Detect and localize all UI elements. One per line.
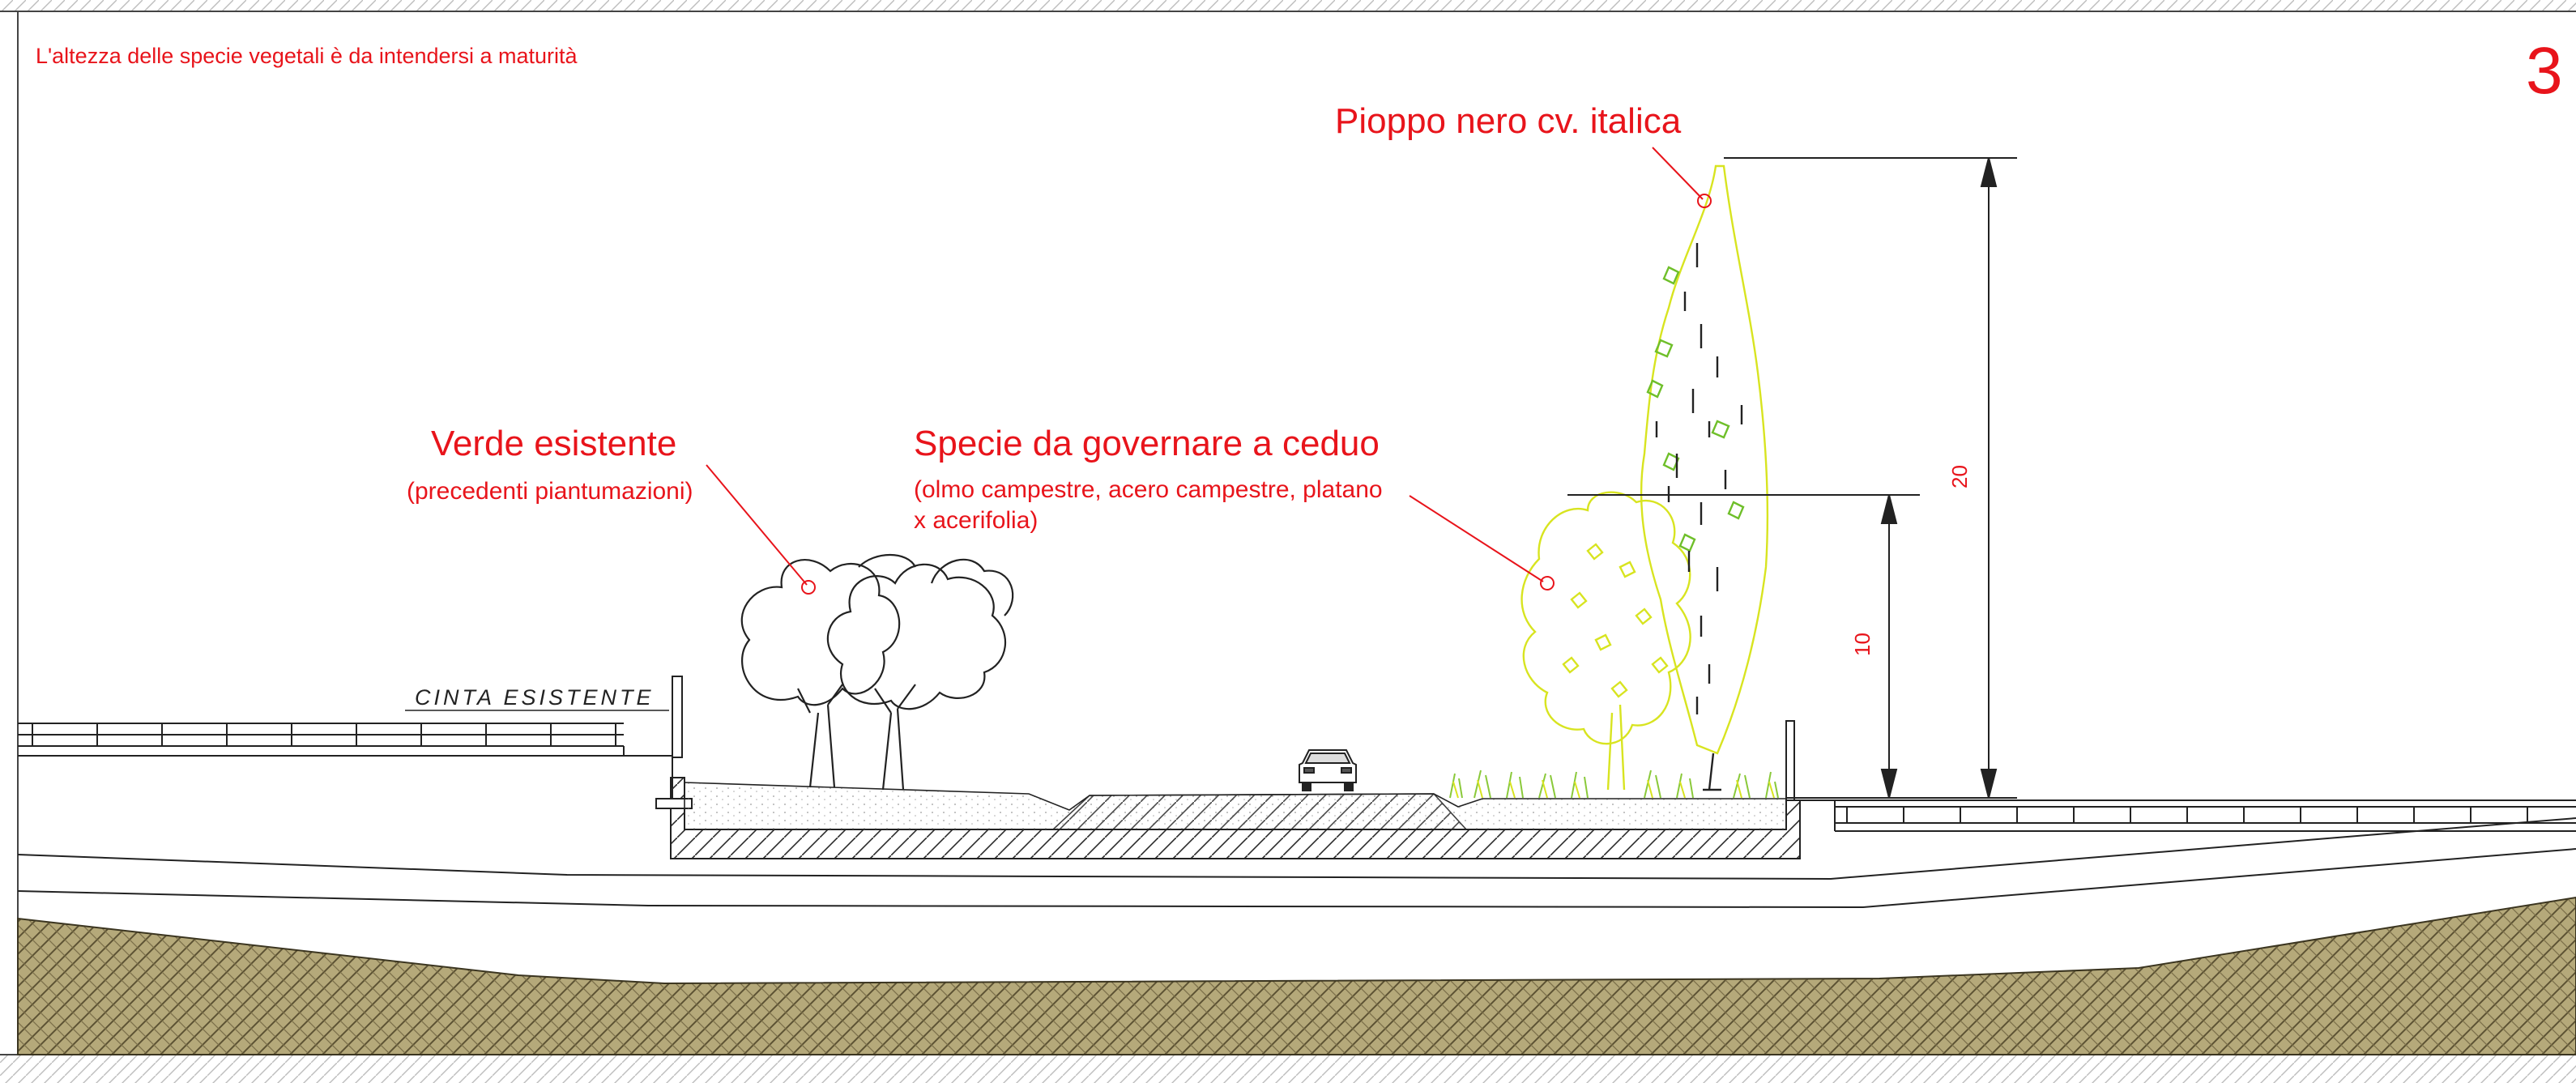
bottom-frame-band bbox=[0, 1055, 2576, 1083]
coppice-label: Specie da governare a ceduo bbox=[914, 424, 1380, 463]
coppice-sublabel-1: (olmo campestre, acero campestre, platan… bbox=[914, 476, 1383, 503]
road-section bbox=[1051, 793, 1468, 830]
dimension-10: 10 bbox=[1850, 633, 1874, 656]
maturity-note: L'altezza delle specie vegetali è da int… bbox=[36, 44, 578, 68]
dimension-lines bbox=[1567, 157, 2017, 799]
embankment-line-lower bbox=[17, 848, 2576, 909]
leader-lines bbox=[706, 147, 1712, 595]
poplar-label: Pioppo nero cv. italica bbox=[1335, 101, 1682, 141]
dimension-20: 20 bbox=[1947, 465, 1972, 488]
right-post bbox=[1785, 720, 1795, 801]
soil-layer bbox=[17, 896, 2576, 1055]
existing-green-sublabel: (precedenti piantumazioni) bbox=[407, 478, 693, 505]
top-frame-band bbox=[0, 0, 2576, 11]
coppice-sublabel-2: x acerifolia) bbox=[914, 507, 1038, 534]
embankment-line-upper bbox=[17, 817, 2576, 880]
right-path bbox=[1800, 799, 2576, 832]
existing-trees bbox=[740, 553, 1014, 791]
existing-fence-label: CINTA ESISTENTE bbox=[415, 685, 655, 710]
existing-green-label: Verde esistente bbox=[431, 424, 676, 463]
existing-fence bbox=[672, 676, 683, 758]
coppice-tree bbox=[1520, 491, 1691, 791]
left-path bbox=[18, 723, 673, 798]
sheet-number: 3 bbox=[2526, 34, 2563, 108]
poplar-tree bbox=[1640, 164, 1769, 791]
car-icon bbox=[1299, 749, 1357, 791]
grass-strip bbox=[1449, 770, 1779, 799]
